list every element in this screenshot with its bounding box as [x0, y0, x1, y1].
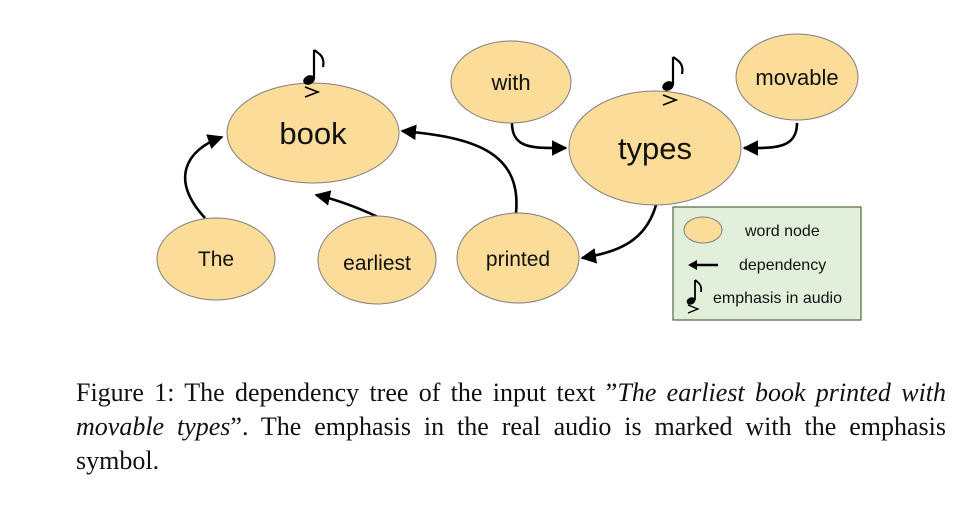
music-note-icon	[303, 49, 325, 85]
edge-with-to-types	[510, 122, 568, 156]
edge-earliest-to-book	[314, 190, 379, 219]
music-note-icon	[662, 56, 684, 91]
dependency-tree-diagram: book types with movable The earliest pri…	[156, 33, 862, 321]
node-movable: movable	[735, 33, 859, 121]
edge-the-to-book	[183, 134, 224, 219]
arrow-left-icon	[688, 260, 718, 270]
edge-printed-to-book	[400, 124, 518, 214]
node-label-with: with	[490, 70, 530, 95]
node-earliest: earliest	[317, 215, 437, 305]
node-label-types: types	[618, 131, 692, 166]
legend-word-node-swatch	[683, 216, 723, 244]
node-the: The	[156, 217, 276, 301]
edge-movable-to-types	[742, 122, 799, 156]
accent-icon	[304, 86, 321, 98]
node-printed: printed	[456, 212, 580, 304]
legend: word node dependency emphasis in audio	[672, 206, 862, 321]
dependency-edges	[183, 122, 799, 264]
node-label-earliest: earliest	[343, 252, 411, 275]
node-label-printed: printed	[486, 248, 550, 271]
accent-icon	[662, 94, 679, 106]
emphasis-symbol-book	[303, 49, 325, 98]
node-label-the: The	[198, 248, 234, 271]
music-note-icon	[686, 279, 703, 305]
caption-suffix: ”. The emphasis in the real audio is mar…	[76, 412, 946, 475]
node-label-book: book	[279, 116, 347, 151]
edge-types-to-printed	[580, 204, 658, 264]
legend-word-node-label: word node	[744, 223, 820, 240]
accent-icon	[687, 304, 700, 314]
node-with: with	[450, 40, 572, 124]
legend-emphasis-symbol	[686, 279, 703, 314]
emphasis-symbol-types	[662, 56, 684, 106]
node-types: types	[568, 90, 742, 206]
figure-caption: Figure 1: The dependency tree of the inp…	[76, 376, 946, 478]
caption-italic-text: The earliest book printed with movable t…	[76, 378, 947, 441]
node-label-movable: movable	[755, 65, 838, 90]
legend-emphasis-label: emphasis in audio	[713, 290, 842, 307]
legend-dependency-label: dependency	[739, 257, 826, 274]
caption-prefix: Figure 1: The dependency tree of the inp…	[76, 378, 618, 407]
node-book: book	[226, 82, 400, 184]
